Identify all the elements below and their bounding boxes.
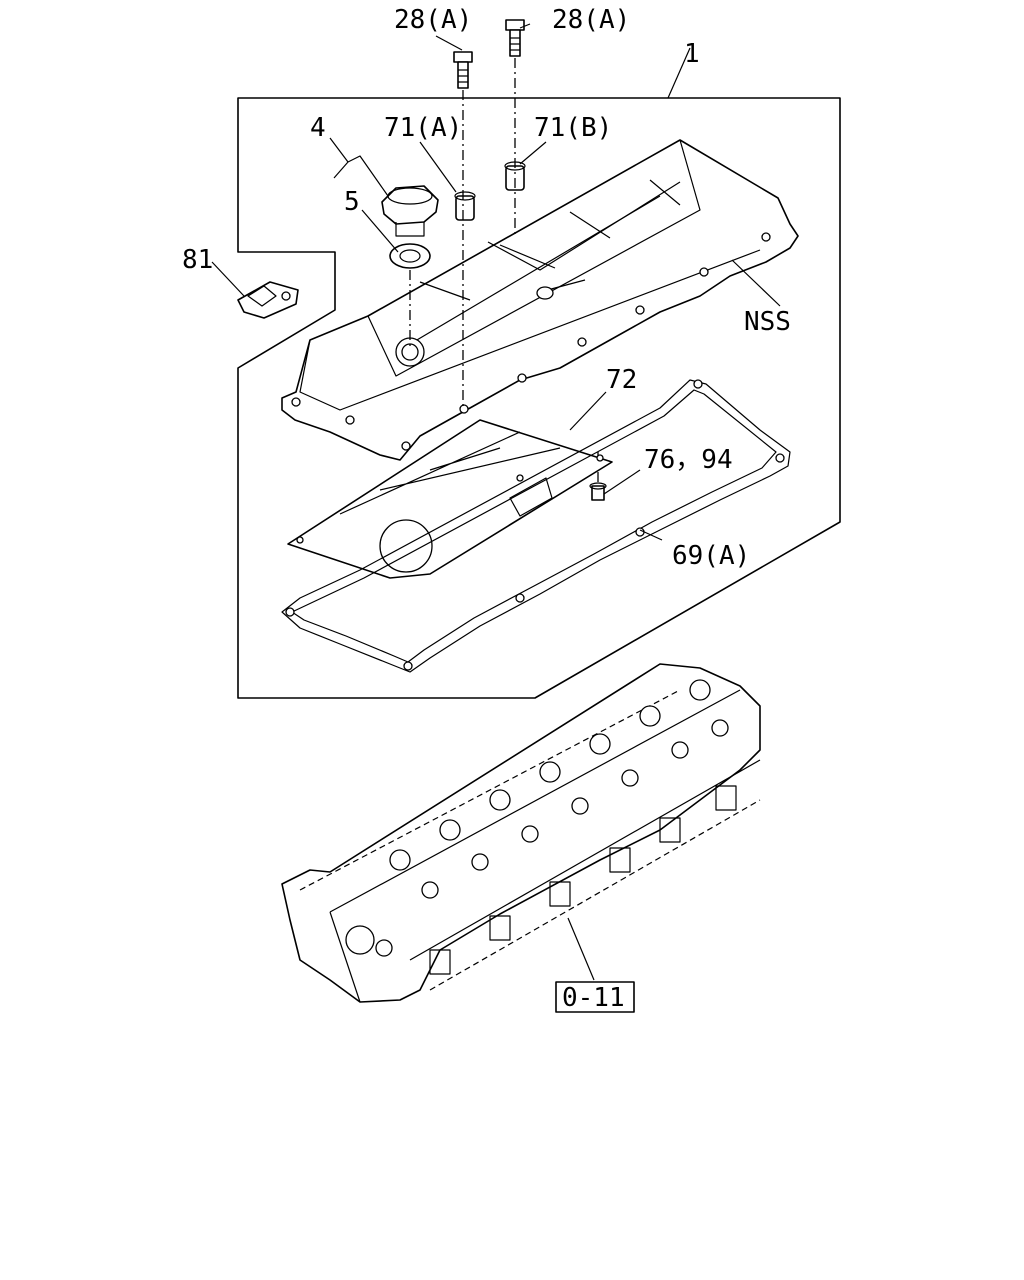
label-assembly: 1 — [684, 39, 700, 69]
leader-lines — [211, 23, 781, 981]
baffle-plate — [287, 419, 613, 579]
label-clip: 81 — [182, 245, 213, 275]
label-baffle: 72 — [606, 365, 637, 395]
label-seal: 5 — [344, 187, 360, 217]
seal-ring — [389, 243, 431, 269]
label-grommet-a: 71(A) — [384, 113, 462, 143]
reference-box — [555, 981, 635, 1013]
assembly-frame — [237, 97, 841, 699]
label-nss: NSS — [744, 307, 791, 337]
bolt-right — [505, 19, 525, 57]
label-gasket: 69(A) — [672, 541, 750, 571]
cover-gasket — [281, 379, 791, 673]
label-reference: 0-11 — [562, 983, 625, 1013]
cylinder-head-cover — [281, 139, 799, 461]
cylinder-head-block — [281, 663, 761, 1003]
label-fasteners: 76，94 — [644, 445, 733, 475]
label-cap: 4 — [310, 113, 326, 143]
clip — [237, 281, 299, 319]
oil-filler-cap — [381, 185, 439, 237]
label-bolt-right: 28(A) — [552, 5, 630, 35]
bolt-left — [453, 51, 473, 89]
label-bolt-left: 28(A) — [394, 5, 472, 35]
fastener — [589, 482, 607, 501]
grommet-a — [454, 191, 476, 221]
label-grommet-b: 71(B) — [534, 113, 612, 143]
